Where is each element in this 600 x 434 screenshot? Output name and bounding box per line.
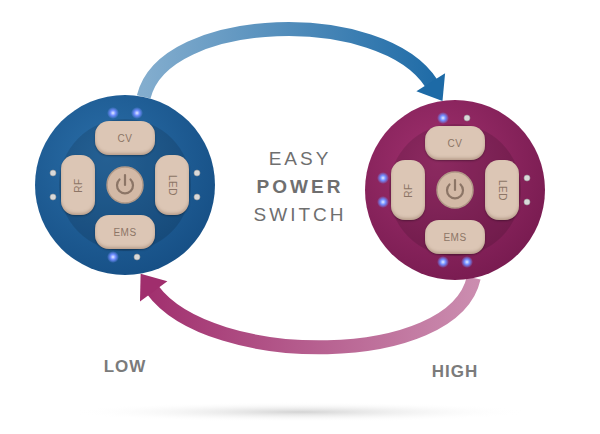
device-node: HIGHCVRFLEDEMS	[365, 100, 545, 280]
mode-button: LED	[485, 160, 519, 220]
mode-button: RF	[61, 155, 95, 215]
mode-button: EMS	[425, 220, 485, 254]
arrow-head	[416, 73, 445, 101]
led-dot-lit	[437, 256, 449, 268]
arrow-shaft	[144, 29, 432, 97]
level-heading: HIGH	[345, 362, 565, 382]
button-label: LED	[166, 175, 177, 196]
power-button	[437, 172, 473, 208]
device-node: LOWCVRFLEDEMS	[35, 95, 215, 275]
shadow-ellipse	[70, 402, 530, 422]
switch-arrow	[140, 274, 474, 348]
switch-arrow	[144, 29, 445, 101]
center-label: SWITCH	[200, 204, 400, 226]
led-dot-off	[194, 194, 200, 200]
button-label: EMS	[443, 232, 466, 243]
led-dot-off	[134, 254, 140, 260]
power-icon	[124, 175, 126, 185]
mode-button: RF	[391, 160, 425, 220]
button-label: RF	[403, 183, 414, 197]
led-dot-off	[464, 115, 470, 121]
led-dot-lit	[131, 107, 143, 119]
pad-backing	[59, 119, 191, 251]
button-label: LED	[496, 180, 507, 201]
circle-body	[365, 100, 545, 280]
circle-body	[35, 95, 215, 275]
mode-button: EMS	[95, 215, 155, 249]
power-button	[107, 167, 143, 203]
level-heading: LOW	[15, 357, 235, 377]
led-dot-lit	[107, 107, 119, 119]
power-icon	[454, 180, 456, 190]
led-dot-lit	[461, 256, 473, 268]
led-dot-lit	[377, 172, 389, 184]
pad-backing	[389, 124, 521, 256]
arrow-shaft	[152, 278, 473, 347]
button-label: EMS	[113, 227, 136, 238]
mode-button: CV	[95, 121, 155, 155]
mode-button: CV	[425, 126, 485, 160]
button-label: RF	[73, 178, 84, 192]
mode-button: LED	[155, 155, 189, 215]
led-dot-off	[50, 170, 56, 176]
arrow-head	[140, 274, 167, 302]
led-dot-off	[50, 194, 56, 200]
center-label: EASY	[200, 148, 400, 170]
led-dot-lit	[437, 112, 449, 124]
led-dot-off	[524, 199, 530, 205]
button-label: CV	[118, 133, 133, 144]
led-dot-off	[524, 175, 530, 181]
led-dot-lit	[107, 251, 119, 263]
button-label: CV	[448, 138, 463, 149]
led-dot-lit	[377, 196, 389, 208]
center-label: POWER	[200, 176, 400, 198]
led-dot-off	[194, 170, 200, 176]
